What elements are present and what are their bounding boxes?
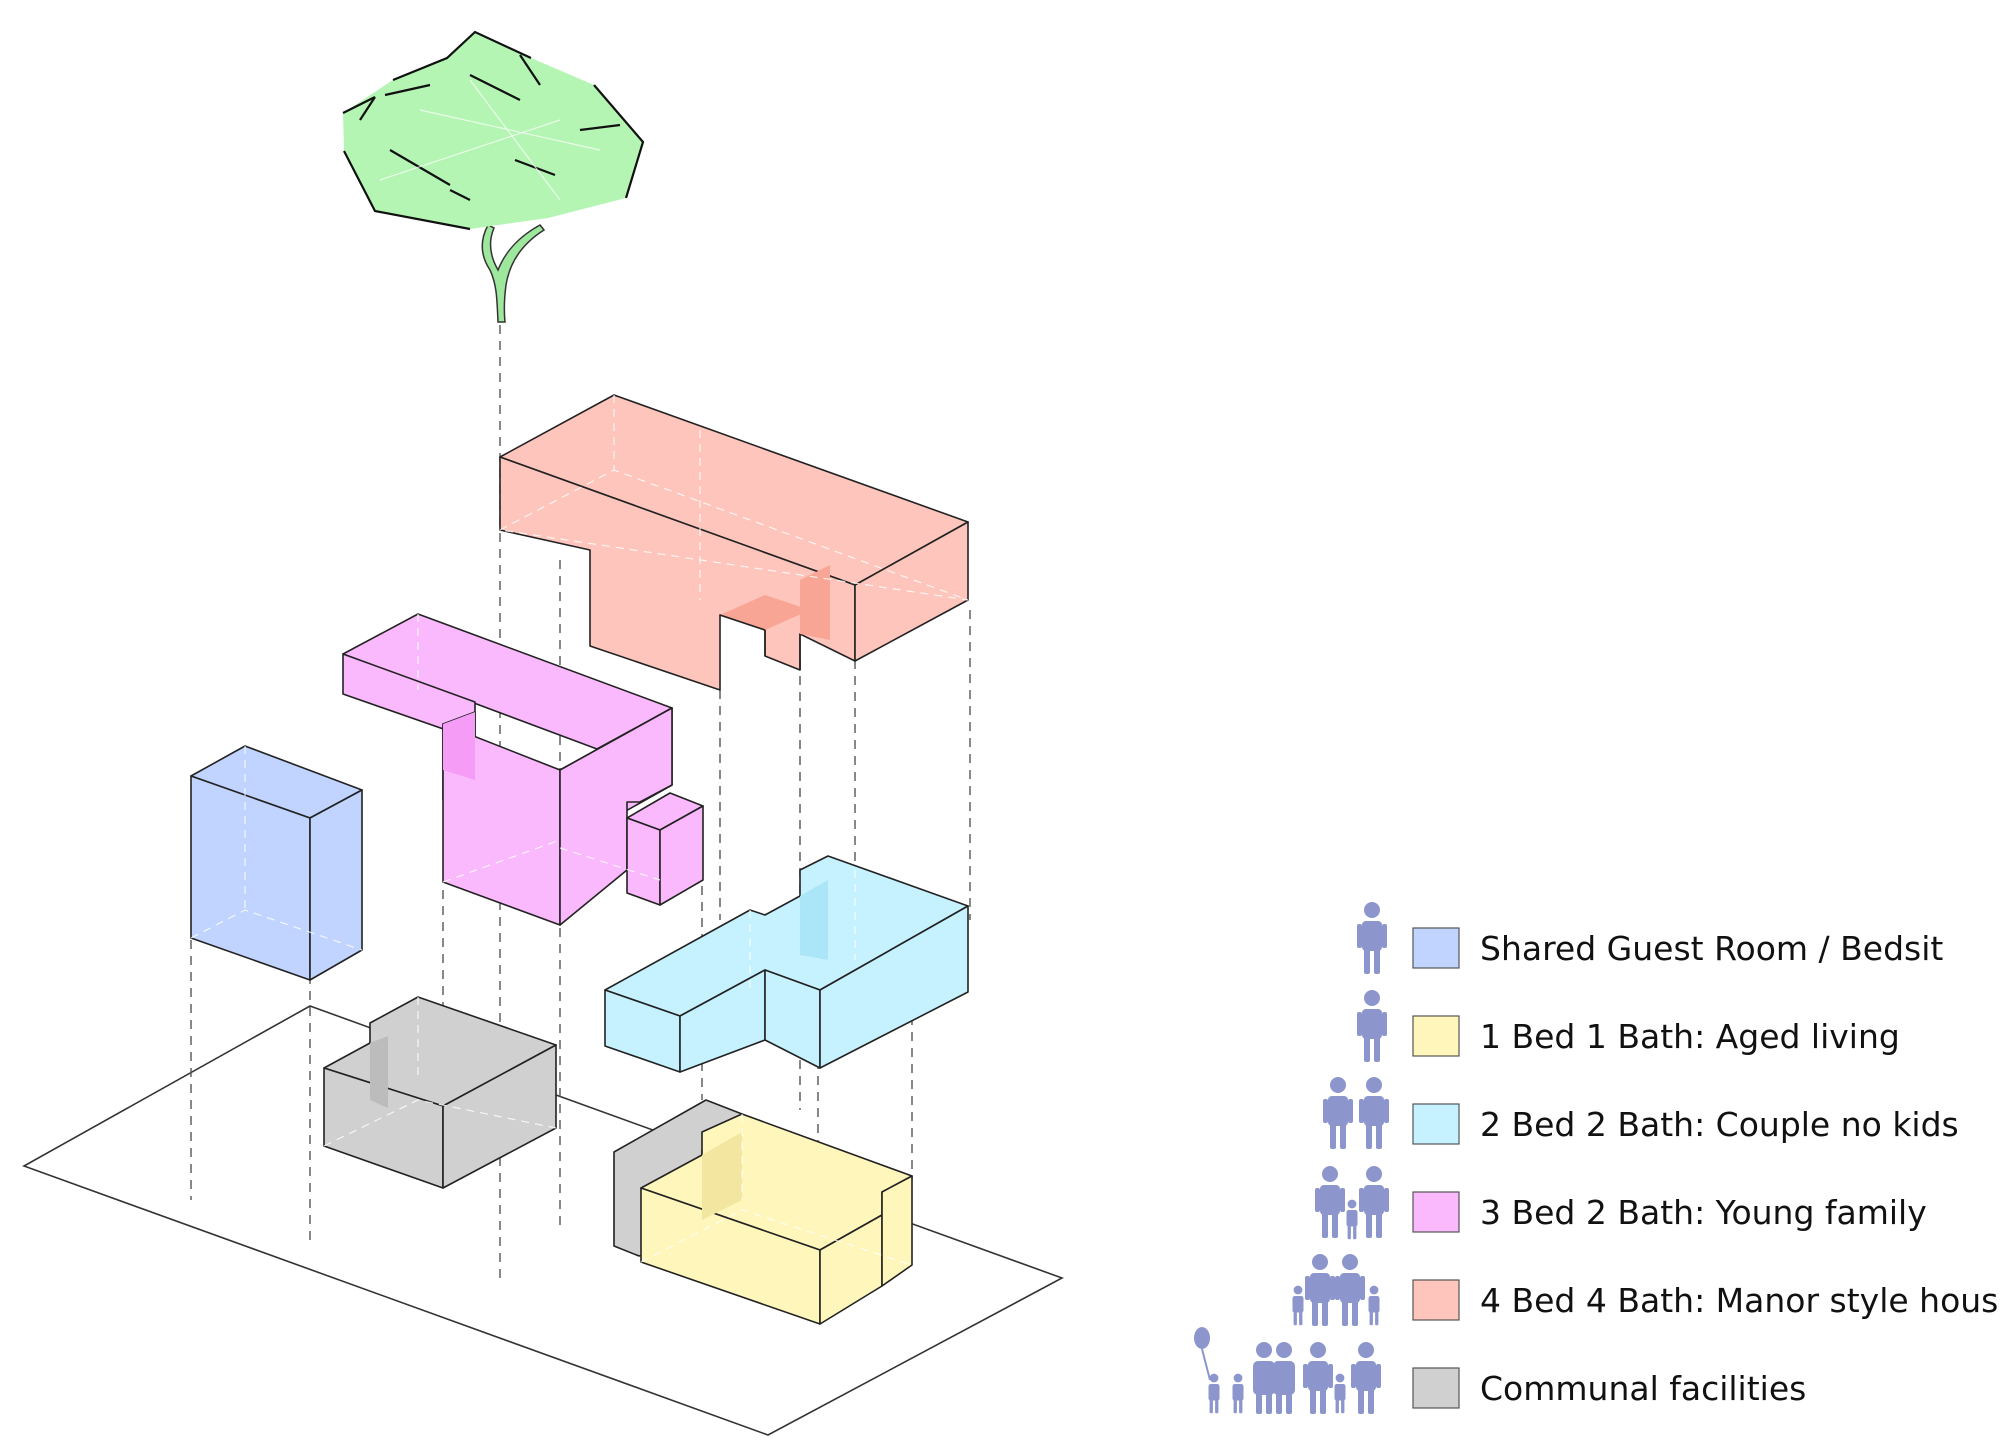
single-person-icon [1357, 902, 1387, 974]
legend-swatch [1412, 1191, 1460, 1233]
block-guest-room [190, 745, 363, 981]
block-couple [604, 855, 969, 1073]
legend-item-couple: 2 Bed 2 Bath: Couple no kids [1323, 1077, 1959, 1149]
block-manor-house [498, 394, 969, 691]
legend-swatch [1412, 1279, 1460, 1321]
legend-swatch [1412, 1367, 1460, 1409]
young-family-icon [1315, 1166, 1389, 1240]
couple-icon [1323, 1077, 1389, 1149]
legend-label: Communal facilities [1480, 1369, 1806, 1408]
legend-item-communal: Communal facilities [1194, 1327, 1806, 1414]
single-person-icon [1357, 990, 1387, 1062]
legend-item-young-family: 3 Bed 2 Bath: Young family [1315, 1166, 1927, 1240]
legend-label: 2 Bed 2 Bath: Couple no kids [1480, 1105, 1959, 1144]
community-group-icon [1194, 1327, 1381, 1414]
legend-swatch [1412, 927, 1460, 969]
legend-item-aged-living: 1 Bed 1 Bath: Aged living [1357, 990, 1900, 1062]
legend-label: 4 Bed 4 Bath: Manor style house [1480, 1281, 2000, 1320]
legend-swatch [1412, 1015, 1460, 1057]
block-aged-living [613, 1099, 913, 1325]
site-base-plane [22, 1005, 1064, 1436]
legend-swatch [1412, 1103, 1460, 1145]
large-family-icon [1292, 1254, 1380, 1326]
legend-item-guest-room: Shared Guest Room / Bedsit [1357, 902, 1943, 974]
legend-label: 1 Bed 1 Bath: Aged living [1480, 1017, 1900, 1056]
tree-icon [342, 30, 645, 323]
legend-label: 3 Bed 2 Bath: Young family [1480, 1193, 1927, 1232]
legend-label: Shared Guest Room / Bedsit [1480, 929, 1943, 968]
block-communal [323, 996, 557, 1189]
block-young-family [342, 613, 704, 926]
legend: Shared Guest Room / Bedsit 1 Bed 1 Bath:… [1194, 902, 2000, 1414]
legend-item-manor-house: 4 Bed 4 Bath: Manor style house [1292, 1254, 2000, 1326]
